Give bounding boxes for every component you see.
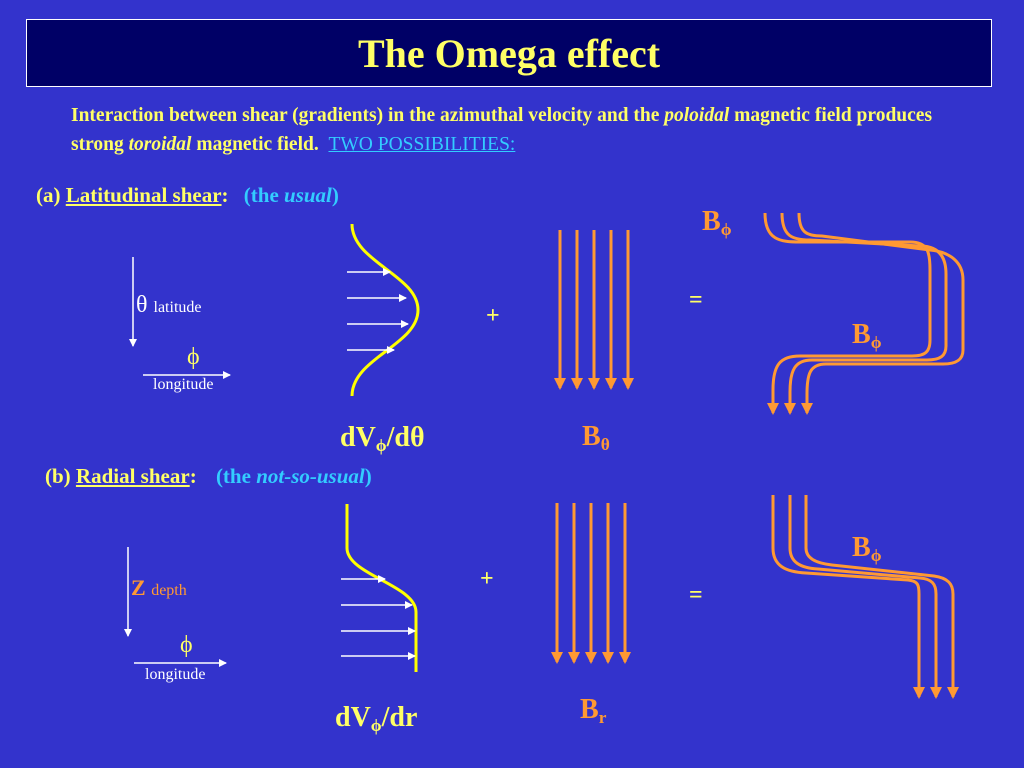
toroidal-field-result-b: [771, 495, 959, 699]
slide-title: The Omega effect: [357, 30, 661, 76]
b-r-label: Br: [580, 694, 607, 728]
shear-label-a: dVϕ/dθ: [340, 422, 425, 456]
longitude-label-a: longitude: [153, 376, 214, 393]
equals-sign-a: =: [689, 287, 703, 313]
section-a-paren-open: (the: [243, 183, 285, 207]
two-possibilities-link[interactable]: TWO POSSIBILITIES:: [328, 134, 516, 155]
velocity-arrows-b: [341, 575, 416, 660]
intro-part1: Interaction between shear (gradients) in…: [71, 105, 665, 126]
b-r-field-lines: [551, 503, 631, 664]
section-a-prefix: (a): [36, 183, 66, 207]
plus-sign-b: +: [480, 566, 494, 592]
intro-toroidal: toroidal: [128, 134, 192, 155]
section-b-usual: not-so-usual: [256, 464, 365, 488]
velocity-arrows-a: [347, 268, 409, 354]
intro-poloidal: poloidal: [664, 105, 730, 126]
section-a-paren-close: ): [331, 183, 339, 207]
theta-symbol: θ latitude: [136, 292, 202, 318]
section-b-paren-close: ): [364, 464, 372, 488]
b-phi-label-mid: Bϕ: [852, 319, 882, 353]
depth-label: depth: [151, 582, 187, 599]
phi-symbol-b: ϕ: [180, 632, 193, 658]
equals-sign-b: =: [689, 582, 703, 608]
velocity-profile-b: [345, 504, 418, 672]
plus-sign-a: +: [486, 303, 500, 329]
phi-symbol-a: ϕ: [187, 344, 200, 370]
section-a-colon: :: [221, 183, 229, 207]
longitude-label-b: longitude: [145, 666, 206, 683]
velocity-profile-a: [350, 223, 420, 397]
section-a-name: Latitudinal shear: [65, 183, 222, 207]
section-b-prefix: (b): [45, 464, 76, 488]
b-theta-field-lines: [554, 230, 634, 390]
intro-part3: magnetic field.: [191, 134, 319, 155]
title-bar: The Omega effect: [26, 19, 992, 87]
z-symbol: Z depth: [131, 575, 187, 600]
section-b-name: Radial shear: [75, 464, 190, 488]
b-theta-label: Bθ: [582, 421, 610, 455]
section-b-colon: :: [189, 464, 197, 488]
section-a-heading: (a) Latitudinal shear: (the usual): [36, 183, 339, 208]
section-b-paren-open: (the: [215, 464, 257, 488]
b-phi-label-b: Bϕ: [852, 532, 882, 566]
intro-part2: magnetic field produces strong: [71, 105, 933, 155]
shear-label-b: dVϕ/dr: [335, 702, 418, 736]
toroidal-field-result-a: [763, 212, 965, 415]
latitude-label: latitude: [153, 299, 202, 316]
section-a-usual: usual: [284, 183, 332, 207]
section-b-heading: (b) Radial shear: (the not-so-usual): [45, 464, 372, 489]
intro-text: Interaction between shear (gradients) in…: [71, 101, 971, 159]
b-phi-label-top: Bϕ: [702, 206, 732, 240]
